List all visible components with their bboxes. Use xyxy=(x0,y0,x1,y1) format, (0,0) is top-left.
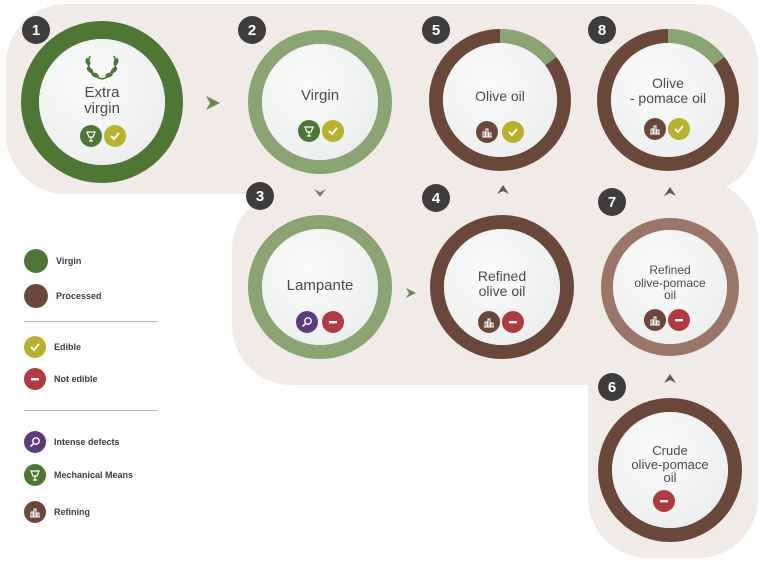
legend-label-processed: Processed xyxy=(56,291,102,301)
legend-label-mechanical-means: Mechanical Means xyxy=(54,470,134,480)
node-label-lampante: Lampante xyxy=(286,277,354,294)
processed-swatch xyxy=(24,284,48,308)
edible-icon xyxy=(502,121,524,143)
ring-virgin xyxy=(248,30,392,174)
ring-refined-olive-pomace-oil xyxy=(601,218,739,356)
refining-icon xyxy=(478,311,500,333)
step-badge-4: 4 xyxy=(422,184,450,212)
mechanical-means-icon xyxy=(24,464,46,486)
arrow-6-to-7 xyxy=(664,374,676,383)
mechanical-means-icon xyxy=(80,125,102,147)
disc-olive-oil xyxy=(443,43,557,157)
legend-label-not-edible: Not edible xyxy=(54,374,98,384)
arrow-3-to-4 xyxy=(406,288,416,298)
step-badge-8: 8 xyxy=(588,16,616,44)
step-badge-7: 7 xyxy=(598,188,626,216)
legend-divider xyxy=(24,321,158,322)
step-badge-5: 5 xyxy=(422,16,450,44)
legend-item-virgin: Virgin xyxy=(24,249,81,273)
node-label-olive-oil: Olive oil xyxy=(475,88,525,104)
legend-label-edible: Edible xyxy=(54,342,82,352)
step-badge-1: 1 xyxy=(22,16,50,44)
arrow-4-to-5 xyxy=(497,185,509,194)
legend-item-not-edible: Not edible xyxy=(24,368,98,390)
not-edible-icon xyxy=(322,311,344,333)
disc-lampante xyxy=(262,229,378,345)
step-badge-6: 6 xyxy=(598,373,626,401)
legend-label-virgin: Virgin xyxy=(56,256,82,266)
legend-label-intense-defects: Intense defects xyxy=(54,437,120,447)
legend-item-refining: Refining xyxy=(24,501,90,523)
arrow-2-to-3 xyxy=(314,189,326,197)
ring-olive-pomace-oil-virgin-segment xyxy=(667,28,725,66)
ring-crude-olive-pomace-oil xyxy=(598,398,742,542)
step-badge-2: 2 xyxy=(238,16,266,44)
node-label-refined-olive-pomace-oil: Refined olive-pomace oil xyxy=(634,263,706,303)
node-label-refined-olive-oil: Refined olive oil xyxy=(477,268,527,299)
intense-defects-icon xyxy=(296,311,318,333)
edible-icon xyxy=(322,120,344,142)
ring-olive-oil-virgin-segment xyxy=(499,28,557,66)
refining-icon xyxy=(644,309,666,331)
ring-refined-olive-oil xyxy=(430,215,574,359)
disc-extra-virgin xyxy=(39,39,165,165)
not-edible-icon xyxy=(668,309,690,331)
refining-icon xyxy=(476,121,498,143)
legend-item-intense-defects: Intense defects xyxy=(24,431,120,453)
arrow-7-to-8 xyxy=(664,187,676,196)
not-edible-icon xyxy=(653,490,675,512)
node-label-crude-olive-pomace-oil: Crude olive-pomace oil xyxy=(631,443,709,486)
laurel-wreath-icon xyxy=(85,55,119,80)
legend-divider xyxy=(24,410,158,411)
not-edible-icon xyxy=(502,311,524,333)
refining-icon xyxy=(24,501,46,523)
disc-olive-pomace-oil xyxy=(611,43,725,157)
legend-label-refining: Refining xyxy=(54,507,90,517)
intense-defects-icon xyxy=(24,431,46,453)
node-label-olive-pomace-oil: Olive - pomace oil xyxy=(629,75,707,106)
arrow-1-to-2 xyxy=(206,96,220,110)
mechanical-means-icon xyxy=(298,120,320,142)
node-label-extra-virgin: Extra virgin xyxy=(84,84,120,117)
edible-icon xyxy=(24,336,46,358)
refining-icon xyxy=(644,118,666,140)
ring-extra-virgin xyxy=(21,21,183,183)
legend-item-processed: Processed xyxy=(24,284,102,308)
disc-virgin xyxy=(262,44,378,160)
legend-item-mechanical-means: Mechanical Means xyxy=(24,464,133,486)
step-badge-3: 3 xyxy=(246,182,274,210)
edible-icon xyxy=(104,125,126,147)
ring-lampante xyxy=(248,215,392,359)
virgin-swatch xyxy=(24,249,48,273)
legend-item-edible: Edible xyxy=(24,336,81,358)
node-label-virgin: Virgin xyxy=(300,87,340,104)
not-edible-icon xyxy=(24,368,46,390)
edible-icon xyxy=(668,118,690,140)
